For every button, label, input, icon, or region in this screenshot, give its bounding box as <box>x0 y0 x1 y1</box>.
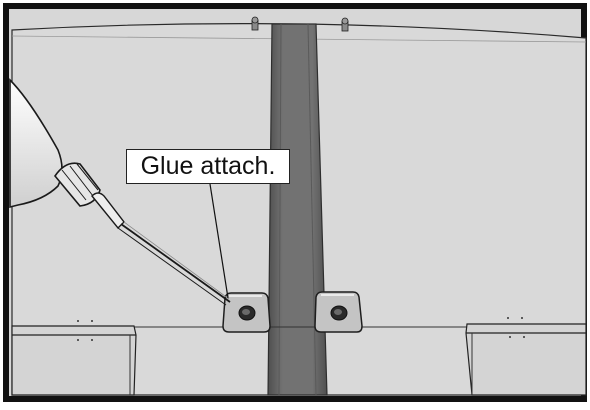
spar-edge-left <box>278 23 282 396</box>
callout-leader-line <box>209 183 229 299</box>
spar-edge-right <box>307 23 317 396</box>
hinge-tab-icon <box>314 291 363 333</box>
pin-right <box>341 17 349 32</box>
glue-bottle-icon <box>9 78 231 306</box>
callout-label: Glue attach. <box>126 149 290 184</box>
hinge-tab-icon <box>222 292 271 333</box>
pin-left <box>251 16 259 31</box>
callout-text: Glue attach. <box>140 152 276 180</box>
center-spar <box>267 23 328 396</box>
pocket-left <box>11 320 137 396</box>
pocket-right <box>465 317 587 396</box>
